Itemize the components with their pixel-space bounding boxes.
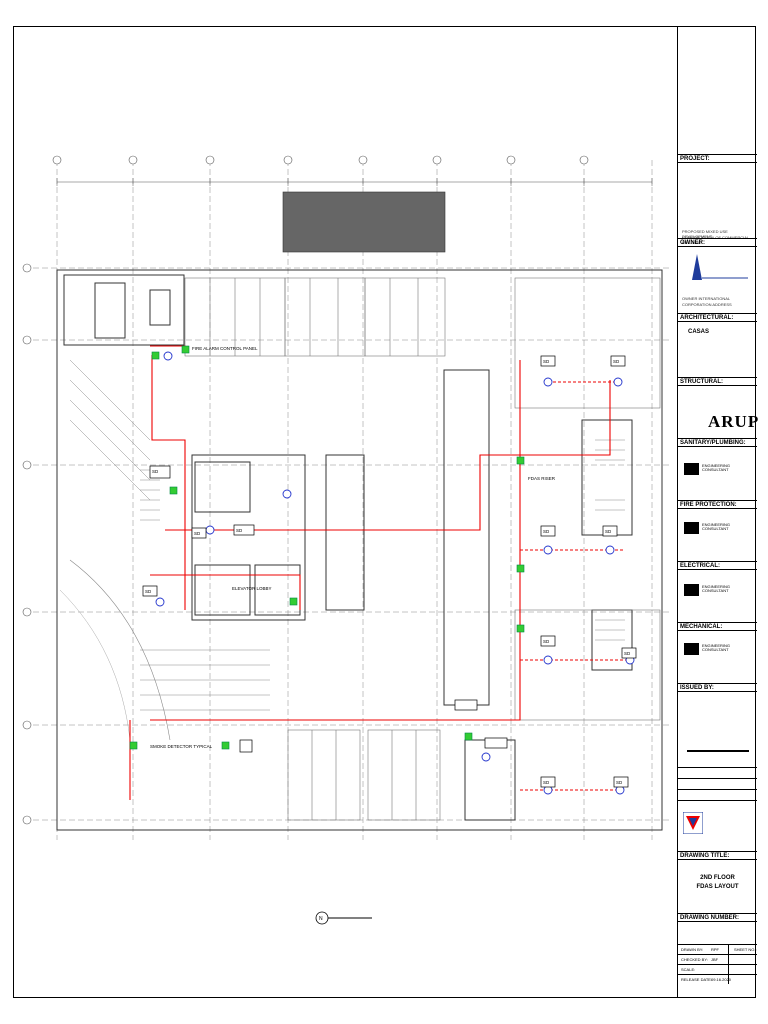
control-panel-label: FIRE ALARM CONTROL PANEL [192,346,258,351]
fdas-branch-dashed [520,381,630,791]
arup-logo: ARUP [708,412,760,431]
floor-plan: FIRE ALARM CONTROL PANEL FDAS RISER SMOK… [22,155,670,925]
grid-lines [24,160,670,840]
consultant-logo-icon [684,584,699,596]
drawn-by-label: DRAWN BY: [681,947,704,952]
owner-label: OWNER: [678,238,757,247]
consultant-text: ENGINEERING CONSULTANT [702,584,731,593]
sheet-no-label: SHEET NO.: [734,947,757,952]
detector-tag: SD [145,589,152,594]
detector-tag-boxes [142,355,637,788]
drawing-title-line1: 2ND FLOOR [700,875,735,881]
consultant-logo-icon [684,643,699,655]
scale-label: SCALE: [681,967,696,972]
smoke-detector-icons [155,351,635,795]
consultant-text: ENGINEERING CONSULTANT [702,522,731,531]
drawing-sheet-border [13,26,756,998]
architectural-label: ARCHITECTURAL: [678,313,757,322]
consultant-logo-icon [684,463,699,475]
dimension-line [56,178,653,186]
detector-tag: SD [543,780,550,785]
fire-protection-label: FIRE PROTECTION: [678,500,757,509]
consultant-text: ENGINEERING CONSULTANT [702,463,731,472]
checked-by-value: JBF [711,957,719,962]
owner-line2: CORPORATION ADDRESS [682,302,732,307]
project-name: PROPOSED MIXED USE DEVELOPMENT [682,229,728,239]
detector-tag: SD [605,529,612,534]
owner-logo-icon [692,254,748,280]
detector-tag: SD [236,528,243,533]
drawing-title-label: DRAWING TITLE: [678,851,757,860]
firm-logo-icon [683,812,703,834]
signature-line [687,750,749,752]
project-label: PROJECT: [678,154,757,163]
issued-by-label: ISSUED BY: [678,683,757,692]
mechanical-label: MECHANICAL: [678,622,757,631]
sanitary-label: SANITARY/PLUMBING: [678,438,757,447]
north-marker: N [319,916,323,922]
consultant-text: ENGINEERING CONSULTANT [702,643,731,652]
building-walls [56,269,663,831]
title-block: PROJECT: PROPOSED MIXED USE DEVELOPMENT … [677,26,760,998]
smoke-note-label: SMOKE DETECTOR TYPICAL [150,744,213,749]
plan-annotations: FIRE ALARM CONTROL PANEL FDAS RISER SMOK… [150,346,556,749]
control-module-icons [129,345,525,750]
consultant-logo-icon [684,522,699,534]
detector-tag: SD [543,639,550,644]
curved-ramp [69,559,171,741]
project-line2: CONSTRUCTION OF COMMERCIAL BUILDING [682,235,749,245]
detector-tag: SD [152,469,159,474]
drawn-by-value: RPF [711,947,719,952]
grid-bubbles [22,155,589,825]
structural-label: STRUCTURAL: [678,377,757,386]
detector-tag: SD [616,780,623,785]
detector-tag: SD [543,359,550,364]
detector-tag: SD [194,531,201,536]
roof-hatched-area [282,191,446,253]
owner-name: OWNER INTERNATIONAL [682,296,731,301]
fdas-wiring [129,345,611,800]
electrical-label: ELECTRICAL: [678,561,757,570]
stair-treads [69,359,625,711]
unit-partitions [184,277,661,821]
release-date-label: RELEASE DATE: [681,977,713,982]
riser-label: FDAS RISER [528,476,556,481]
detector-tag: SD [543,529,550,534]
drawing-title-line2: FDAS LAYOUT [696,884,739,890]
north-arrow: N [315,911,372,925]
architect-firm: CASAS [688,329,710,335]
detector-tag: SD [624,651,631,656]
lobby-label: ELEVATOR LOBBY [232,586,272,591]
release-date-value: 09.16.2020 [711,977,732,982]
drawing-number-label: DRAWING NUMBER: [678,913,757,922]
checked-by-label: CHECKED BY: [681,957,708,962]
detector-tag: SD [613,359,620,364]
